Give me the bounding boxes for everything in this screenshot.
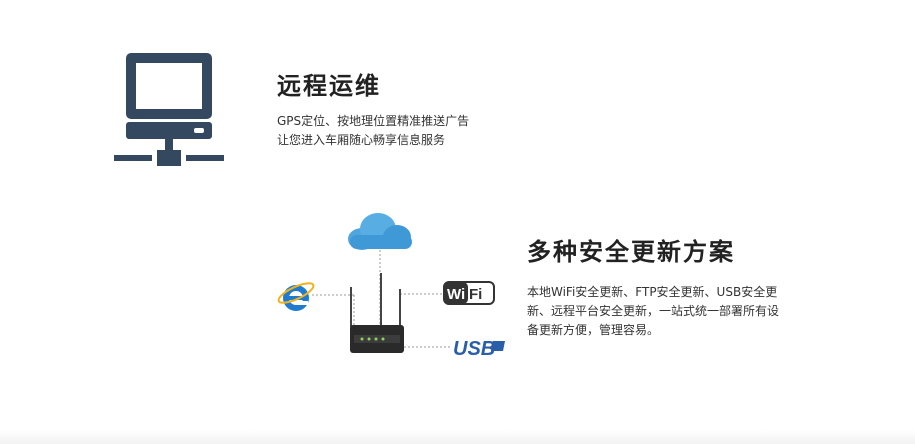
security-update-diagram: Wi Fi USB [270, 205, 510, 365]
section2-line-3: 备更新方便，管理容易。 [527, 323, 660, 337]
computer-network-icon [110, 48, 225, 168]
section1-title: 远程运维 [277, 72, 381, 100]
svg-text:USB: USB [453, 338, 495, 360]
section1-description: GPS定位、按地理位置精准推送广告 让您进入车厢随心畅享信息服务 [277, 112, 469, 150]
usb-logo-icon: USB [453, 338, 505, 360]
wifi-logo-icon: Wi Fi [443, 281, 495, 305]
section2-title: 多种安全更新方案 [527, 238, 735, 266]
router-icon [350, 273, 404, 353]
section2-description: 本地WiFi安全更新、FTP安全更新、USB安全更 新、远程平台安全更新，一站式… [527, 283, 779, 340]
svg-text:Wi: Wi [447, 286, 465, 303]
section1-line-2: 让您进入车厢随心畅享信息服务 [277, 133, 446, 147]
section2-line-1: 本地WiFi安全更新、FTP安全更新、USB安全更 [527, 285, 778, 299]
section2-line-2: 新、远程平台安全更新，一站式统一部署所有设 [527, 304, 780, 318]
cloud-icon [348, 213, 412, 250]
section1-line-1: GPS定位、按地理位置精准推送广告 [277, 114, 470, 128]
bottom-fade [0, 430, 915, 444]
svg-text:Fi: Fi [469, 286, 482, 303]
ie-browser-icon [277, 282, 315, 311]
